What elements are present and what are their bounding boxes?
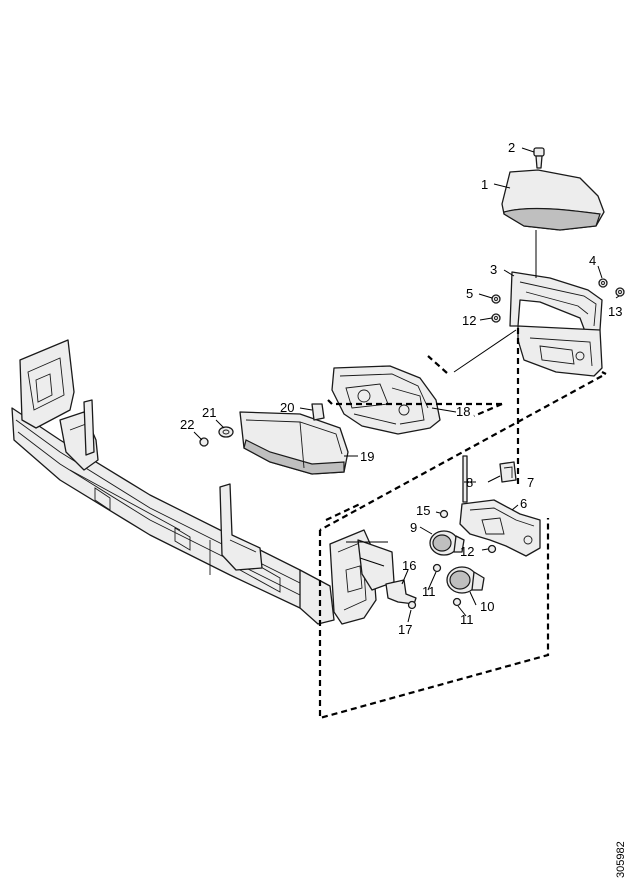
callout-21: 21 [202, 405, 216, 420]
callout-11-lower: 11 [460, 612, 474, 627]
part-16-bracket [385, 579, 417, 605]
callout-18: 18 [456, 404, 470, 419]
part-21-washer [218, 426, 234, 438]
callout-10: 10 [480, 599, 494, 614]
reference-number: 305982 [615, 841, 627, 878]
callout-12-upper: 12 [462, 313, 476, 328]
part-8-rod [462, 455, 468, 503]
bolt-part-13 [615, 287, 625, 297]
part-19-headlamp-lens [239, 411, 349, 475]
part-3-corner-bracket [509, 271, 603, 377]
bolt-part-15 [439, 509, 449, 519]
callout-13: 13 [608, 304, 622, 319]
callout-16: 16 [402, 558, 416, 573]
part-6-foglamp-bracket [459, 499, 541, 557]
callout-17: 17 [398, 622, 412, 637]
part-7-small-bracket [499, 461, 517, 483]
part-17-screw [407, 600, 417, 610]
callout-9: 9 [410, 520, 417, 535]
part-2-bolt [533, 147, 545, 169]
bolt-part-5 [491, 294, 501, 304]
bumper-assembly [11, 339, 335, 625]
bolt-part-11-lower [452, 597, 462, 607]
part-20-clip [311, 403, 325, 421]
foglamp-mounting-bracket [329, 529, 395, 625]
bolt-part-11-upper [432, 563, 442, 573]
callout-22: 22 [180, 417, 194, 432]
callout-20: 20 [280, 400, 294, 415]
callout-15: 15 [416, 503, 430, 518]
part-9-fog-lamp [429, 530, 465, 556]
callout-8: 8 [466, 475, 473, 490]
assembly-guide-lines [346, 230, 537, 567]
callout-labels: 2 1 3 4 5 12 13 18 19 20 21 22 8 7 6 15 … [180, 140, 622, 637]
callout-3: 3 [490, 262, 497, 277]
assembly-dashed-outlines [318, 328, 607, 720]
callout-1: 1 [481, 177, 488, 192]
bolt-part-12-lower [487, 544, 497, 554]
callout-4: 4 [589, 253, 596, 268]
callout-2: 2 [508, 140, 515, 155]
callout-12-lower: 12 [460, 544, 474, 559]
part-18-headlamp-housing [331, 365, 441, 435]
bolt-part-12-upper [491, 313, 501, 323]
callout-19: 19 [360, 449, 374, 464]
bolt-part-4 [598, 278, 608, 288]
callout-leader-lines [193, 147, 620, 623]
part-1-corner-deflector [501, 169, 605, 231]
callout-6: 6 [520, 496, 527, 511]
callout-11-upper: 11 [422, 584, 436, 599]
part-10-fog-lamp [446, 566, 485, 594]
callout-7: 7 [527, 475, 534, 490]
callout-5: 5 [466, 286, 473, 301]
